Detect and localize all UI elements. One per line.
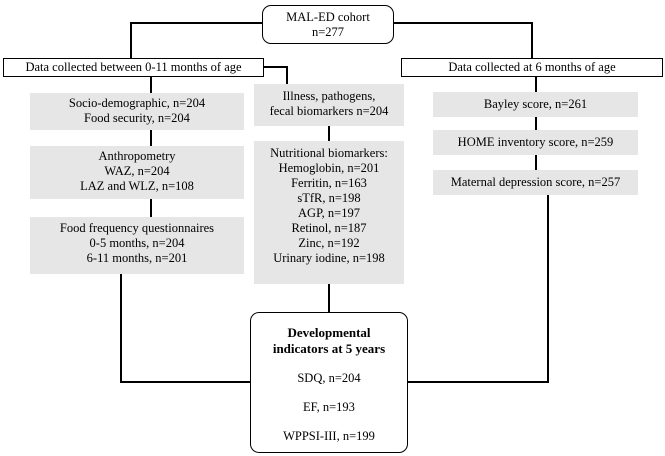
socio-line-2: Food security, n=204 [84,111,190,125]
cohort-count: n=277 [311,25,345,39]
nutri-line-7: Zinc, n=192 [298,236,360,250]
anthro-line-2: WAZ, n=204 [104,164,170,178]
outcome-item-wppsi: WPPSI-III, n=199 [283,429,375,443]
ffq-box: Food frequency questionnaires 0-5 months… [30,217,244,274]
nutri-line-1: Nutritional biomarkers: [270,146,388,160]
illness-box: Illness, pathogens, fecal biomarkers n=2… [254,84,404,126]
outcome-title-line-2: indicators at 5 years [272,341,386,356]
connector-cohort-left [130,22,262,58]
ffq-line-2: 0-5 months, n=204 [89,236,185,250]
anthro-line-1: Anthropometry [98,149,176,163]
right-header-box: Data collected at 6 months of age [401,58,663,77]
socio-line-1: Socio-demographic, n=204 [68,96,206,110]
ffq-line-3: 6-11 months, n=201 [86,251,188,265]
home-label: HOME inventory score, n=259 [457,135,614,149]
cohort-box: MAL-ED cohort n=277 [262,5,394,44]
nutri-line-5: AGP, n=197 [298,206,360,220]
cohort-title: MAL-ED cohort [286,10,370,24]
illness-line-2: fecal biomarkers n=204 [269,104,389,118]
anthropometry-box: Anthropometry WAZ, n=204 LAZ and WLZ, n=… [30,146,244,199]
socio-demographic-box: Socio-demographic, n=204 Food security, … [30,93,244,130]
connector-maternal-outcome [408,195,549,383]
outcome-title-line-1: Developmental [287,325,371,340]
maternal-depression-box: Maternal depression score, n=257 [433,170,638,195]
bayley-box: Bayley score, n=261 [433,92,638,117]
outcome-item-sdq: SDQ, n=204 [297,371,361,385]
maternal-label: Maternal depression score, n=257 [450,175,621,189]
right-header-label: Data collected at 6 months of age [448,60,616,74]
nutri-line-2: Hemoglobin, n=201 [278,161,380,175]
nutri-line-3: Ferritin, n=163 [291,176,367,190]
home-inventory-box: HOME inventory score, n=259 [433,130,638,155]
left-header-label: Data collected between 0-11 months of ag… [25,60,242,74]
nutri-line-4: sTfR, n=198 [297,191,361,205]
nutri-line-6: Retinol, n=187 [291,221,367,235]
connector-cohort-right [394,22,533,58]
outcome-item-ef: EF, n=193 [303,400,355,414]
nutri-line-8: Urinary iodine, n=198 [273,251,385,265]
connector-ffq-outcome [120,274,250,383]
anthro-line-3: LAZ and WLZ, n=108 [80,179,194,193]
bayley-label: Bayley score, n=261 [483,97,588,111]
outcome-box: Developmental indicators at 5 years SDQ,… [250,312,408,453]
illness-line-1: Illness, pathogens, [282,89,376,103]
left-header-box: Data collected between 0-11 months of ag… [3,58,264,77]
connector-left-to-middle [264,66,288,84]
ffq-line-1: Food frequency questionnaires [59,221,215,235]
nutritional-biomarkers-box: Nutritional biomarkers: Hemoglobin, n=20… [254,141,404,284]
